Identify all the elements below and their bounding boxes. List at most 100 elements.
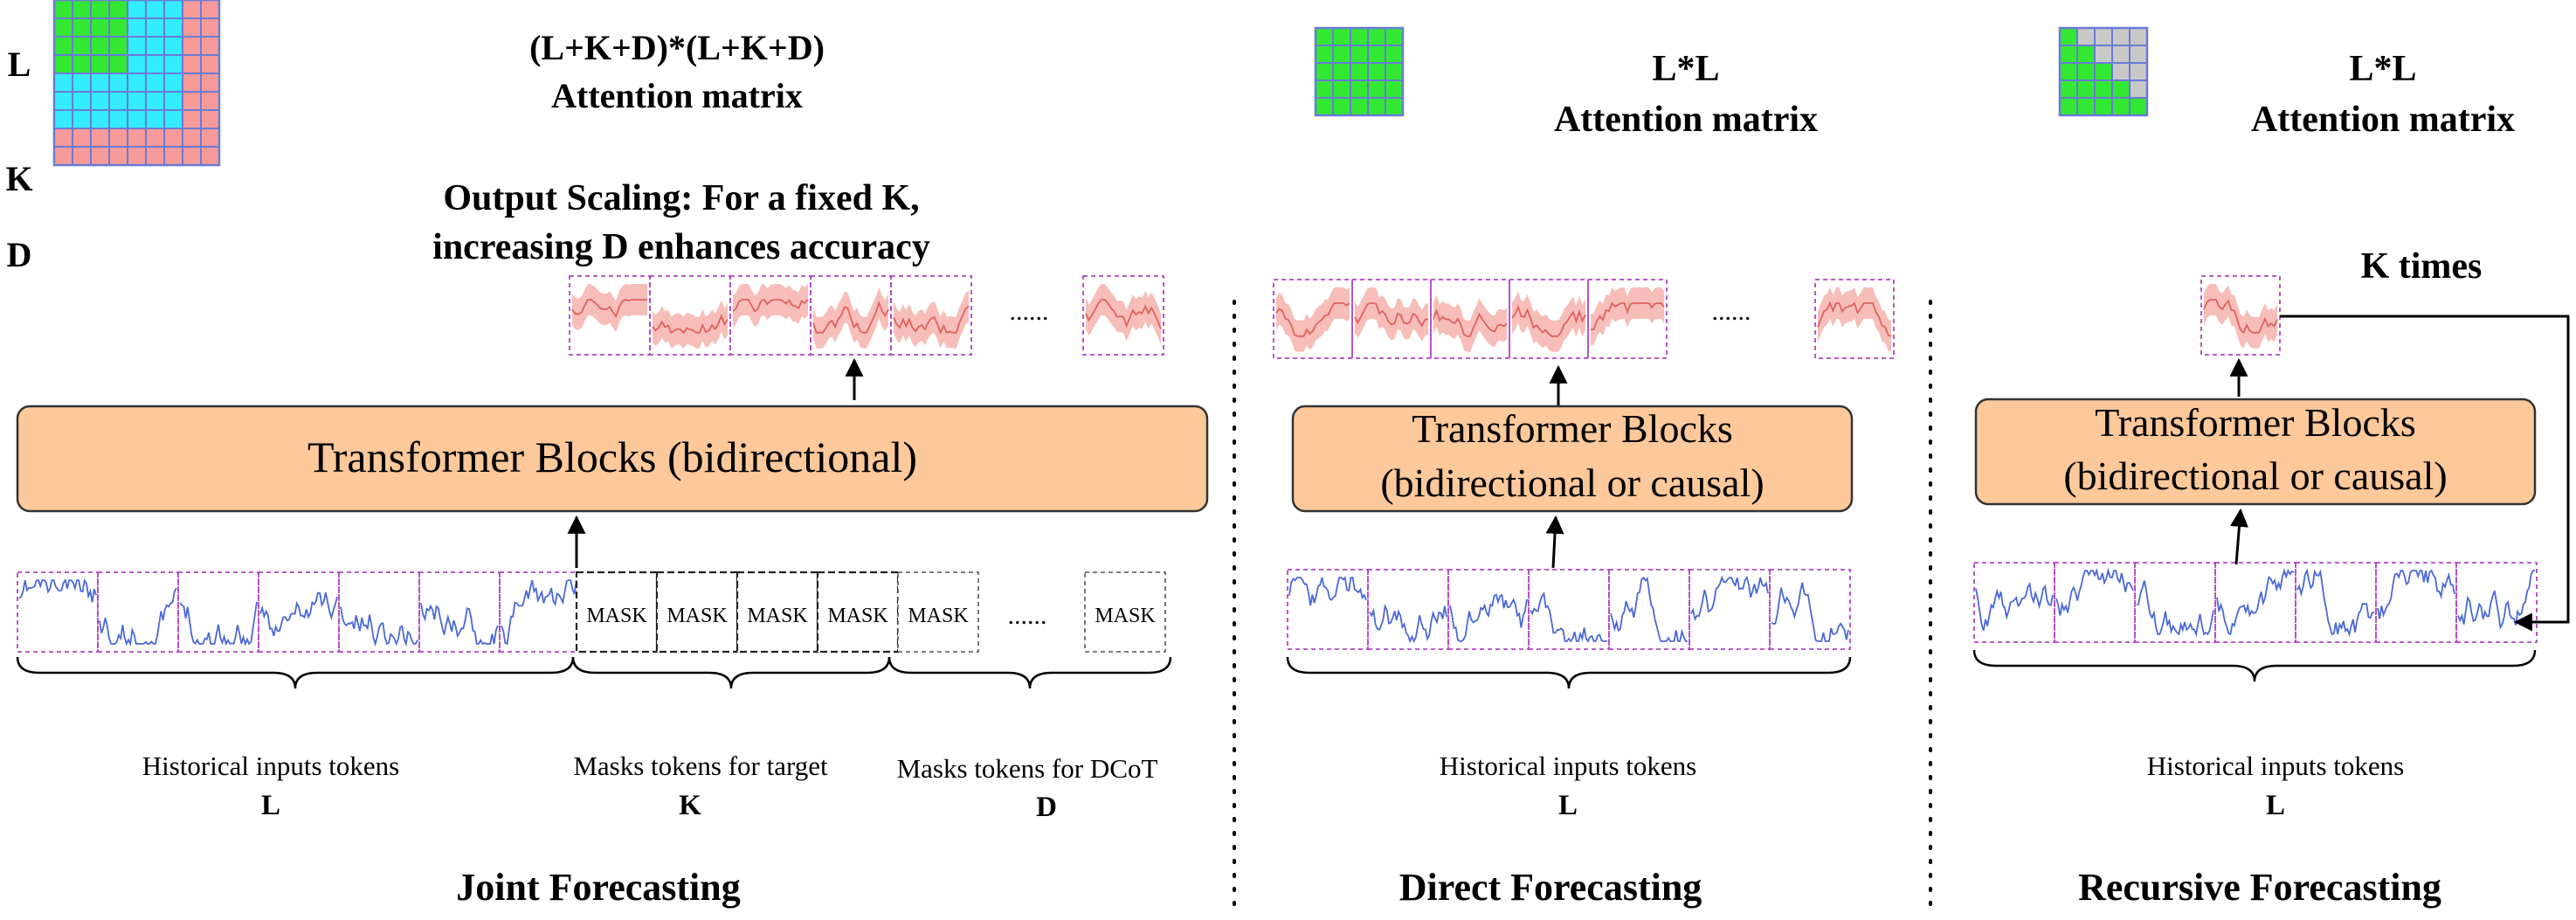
joint-matrix-cell — [163, 146, 183, 166]
joint-matrix-cell — [145, 17, 165, 38]
joint-matrix-cell — [200, 17, 220, 38]
direct-forecast-token-line — [1275, 302, 1350, 337]
brace-label-dcot-symbol: D — [1036, 792, 1057, 823]
joint-matrix-cell — [108, 109, 128, 129]
joint-matrix-cell — [182, 54, 202, 74]
joint-matrix-cell — [72, 36, 92, 56]
brace-label-historical-symbol: L — [261, 790, 280, 821]
direct-matrix-cell — [1332, 80, 1351, 99]
recursive-matrix-cell — [2094, 27, 2113, 46]
recursive-matrix-cell — [2111, 27, 2131, 46]
joint-matrix-cell — [90, 146, 110, 166]
joint-matrix-cell — [53, 0, 73, 19]
direct-input-token-series — [1771, 582, 1849, 642]
direct-matrix-cell — [1367, 97, 1386, 116]
joint-input-token-series — [501, 579, 579, 646]
joint-matrix-cell — [163, 91, 183, 111]
brace-historical — [16, 656, 575, 689]
joint-input-token-series — [340, 606, 418, 647]
joint-matrix-cell — [72, 54, 92, 74]
joint-matrix-cell — [53, 109, 73, 129]
direct-matrix-cell — [1332, 62, 1351, 81]
joint-input-token-frame — [499, 571, 581, 653]
joint-matrix-cell — [90, 54, 110, 74]
direct-brace-label: Historical inputs tokens — [1440, 751, 1696, 781]
joint-input-token-frame — [258, 571, 340, 653]
joint-matrix-cell — [163, 36, 183, 56]
recursive-matrix-cell — [2129, 45, 2148, 64]
joint-matrix-cell — [145, 128, 165, 148]
direct-input-token-frame — [1528, 569, 1610, 650]
joint-braces — [16, 656, 1172, 689]
direct-input-token-series — [1449, 593, 1528, 642]
direct-matrix-cell — [1367, 27, 1386, 46]
recursive-input-token-frame — [2134, 562, 2216, 643]
recursive-input-token-series — [2296, 568, 2375, 637]
mask-token-label: MASK — [747, 605, 808, 627]
direct-input-token-frame — [1447, 569, 1530, 650]
joint-matrix-cell — [200, 0, 220, 19]
direct-forecast-token-frame — [1587, 279, 1668, 359]
direct-matrix-cell — [1367, 45, 1386, 64]
recursive-matrix-cell — [2111, 62, 2131, 81]
direct-matrix-cell — [1367, 62, 1386, 81]
joint-matrix-cell — [200, 73, 220, 93]
direct-forecast-ellipsis: ...... — [1712, 297, 1751, 326]
joint-matrix-cell — [90, 0, 110, 19]
recursive-matrix-cell — [2094, 62, 2113, 81]
joint-matrix-cell — [90, 17, 110, 38]
direct-matrix-cell — [1332, 27, 1351, 46]
joint-input-token-frame — [418, 571, 501, 653]
joint-forecast-token-line — [812, 300, 889, 334]
recursive-matrix-cell — [2129, 62, 2148, 81]
direct-forecast-token-band — [1276, 287, 1350, 352]
direct-input-token-frame — [1689, 569, 1771, 650]
joint-forecast-token-band — [653, 300, 728, 349]
joint-matrix-cell — [145, 73, 165, 93]
joint-forecast-token-frame — [1082, 275, 1164, 356]
joint-input-tokens — [17, 571, 581, 653]
direct-matrix-cell — [1315, 62, 1334, 81]
direct-matrix-cell — [1385, 62, 1404, 81]
joint-matrix-title-line2: Attention matrix — [551, 76, 803, 115]
joint-matrix-cell — [53, 73, 73, 93]
joint-matrix-cell — [90, 73, 110, 93]
direct-forecast-tokens — [1273, 279, 1895, 359]
direct-matrix-cell — [1350, 97, 1369, 116]
row-label-l: L — [8, 45, 31, 84]
brace-label-target-symbol: K — [679, 790, 701, 821]
joint-matrix-cell — [145, 0, 165, 19]
direct-input-token-series — [1288, 576, 1367, 606]
joint-matrix-cell — [200, 54, 220, 74]
recursive-matrix-cell — [2059, 62, 2078, 81]
direct-forecast-token-band — [1433, 294, 1507, 352]
direct-matrix-cell — [1315, 45, 1334, 64]
recursive-brace-label: Historical inputs tokens — [2147, 751, 2404, 781]
direct-forecast-token-line — [1354, 302, 1429, 328]
recursive-input-token-series — [2457, 570, 2535, 630]
joint-matrix-cell — [72, 73, 92, 93]
row-label-k: K — [5, 159, 32, 198]
joint-matrix-cell — [72, 128, 92, 148]
direct-matrix-cell — [1350, 80, 1369, 99]
recursive-input-token-frame — [1973, 562, 2055, 643]
joint-matrix-cell — [182, 73, 202, 93]
joint-matrix-cell — [145, 36, 165, 56]
recursive-input-token-series — [2136, 580, 2214, 638]
joint-forecast-token-line — [652, 314, 729, 335]
recursive-transformer-block — [1974, 398, 2537, 506]
joint-matrix-cell — [145, 91, 165, 111]
joint-forecast-token-line — [732, 298, 809, 313]
recursive-matrix-cell — [2111, 80, 2131, 99]
output-scaling-line2: increasing D enhances accuracy — [432, 227, 930, 267]
joint-transformer-block — [16, 405, 1209, 513]
mask-token-label: MASK — [586, 605, 647, 627]
joint-matrix-cell — [108, 36, 128, 56]
joint-matrix-cell — [182, 109, 202, 129]
direct-matrix-cell — [1385, 27, 1404, 46]
direct-input-token-frame — [1287, 569, 1369, 650]
direct-section: L*L Attention matrix ...... Transformer … — [1273, 26, 1895, 909]
recursive-matrix-cell — [2076, 62, 2096, 81]
direct-matrix-cell — [1385, 45, 1404, 64]
joint-matrix-cell — [200, 109, 220, 129]
